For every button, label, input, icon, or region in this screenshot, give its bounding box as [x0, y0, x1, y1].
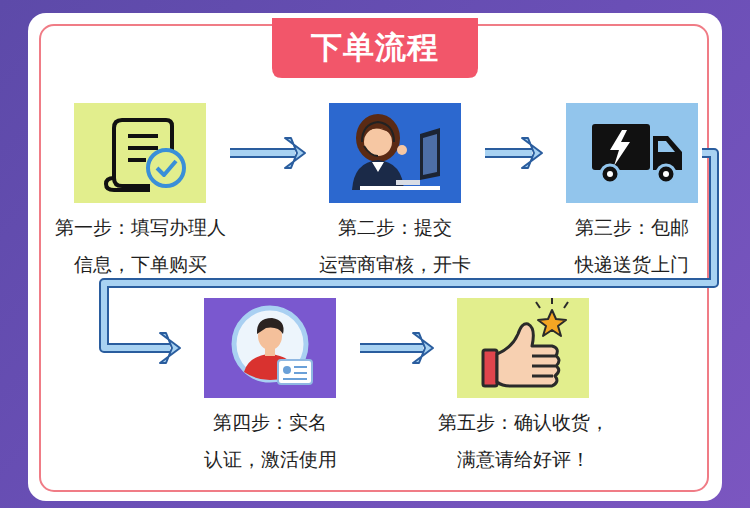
- truck-icon: [592, 124, 682, 183]
- box-fill: [566, 103, 698, 203]
- box-fill: [74, 103, 206, 203]
- box-fill: [204, 298, 336, 398]
- document-icon: [106, 120, 184, 190]
- box-fill: [329, 103, 461, 203]
- arrow-head: [160, 333, 180, 363]
- step-box: 第一步：填写办理人 信息，下单购买: [74, 103, 206, 203]
- service-icon: [352, 114, 440, 190]
- arrow-shaft: [230, 150, 295, 156]
- flow-arrow: [485, 138, 542, 168]
- step-box: 第三步：包邮 快递送货上门: [566, 103, 698, 203]
- step-caption: 第一步：填写办理人 信息，下单购买: [35, 209, 245, 283]
- arrow-head: [522, 138, 542, 168]
- step-caption: 第五步：确认收货， 满意请给好评！: [418, 404, 628, 478]
- title-tab: [272, 18, 478, 78]
- step-caption: 第三步：包邮 快递送货上门: [527, 209, 737, 283]
- step-caption: 第二步：提交 运营商审核，开卡: [290, 209, 500, 283]
- thumbs-up-icon: [483, 298, 568, 386]
- arrow-outline: [104, 153, 714, 348]
- avatar-icon: [234, 308, 312, 384]
- step-caption: 第四步：实名 认证，激活使用: [195, 404, 345, 478]
- step-box: 第四步：实名 认证，激活使用: [204, 298, 336, 398]
- step-box: 第二步：提交 运营商审核，开卡: [329, 103, 461, 203]
- arrow-outline: [230, 148, 295, 158]
- flow-arrow: [230, 138, 305, 168]
- arrow-outline: [485, 148, 532, 158]
- flow-arrow: [360, 333, 433, 363]
- arrow-head: [285, 138, 305, 168]
- arrow-head: [413, 333, 433, 363]
- arrow-shaft: [485, 150, 532, 156]
- arrow-shaft: [360, 345, 423, 351]
- box-fill: [457, 298, 589, 398]
- arrow-shaft: [104, 153, 714, 348]
- arrow-outline: [360, 343, 423, 353]
- title: 下单流程: [272, 18, 478, 78]
- step-box: 第五步：确认收货， 满意请给好评！: [457, 298, 589, 398]
